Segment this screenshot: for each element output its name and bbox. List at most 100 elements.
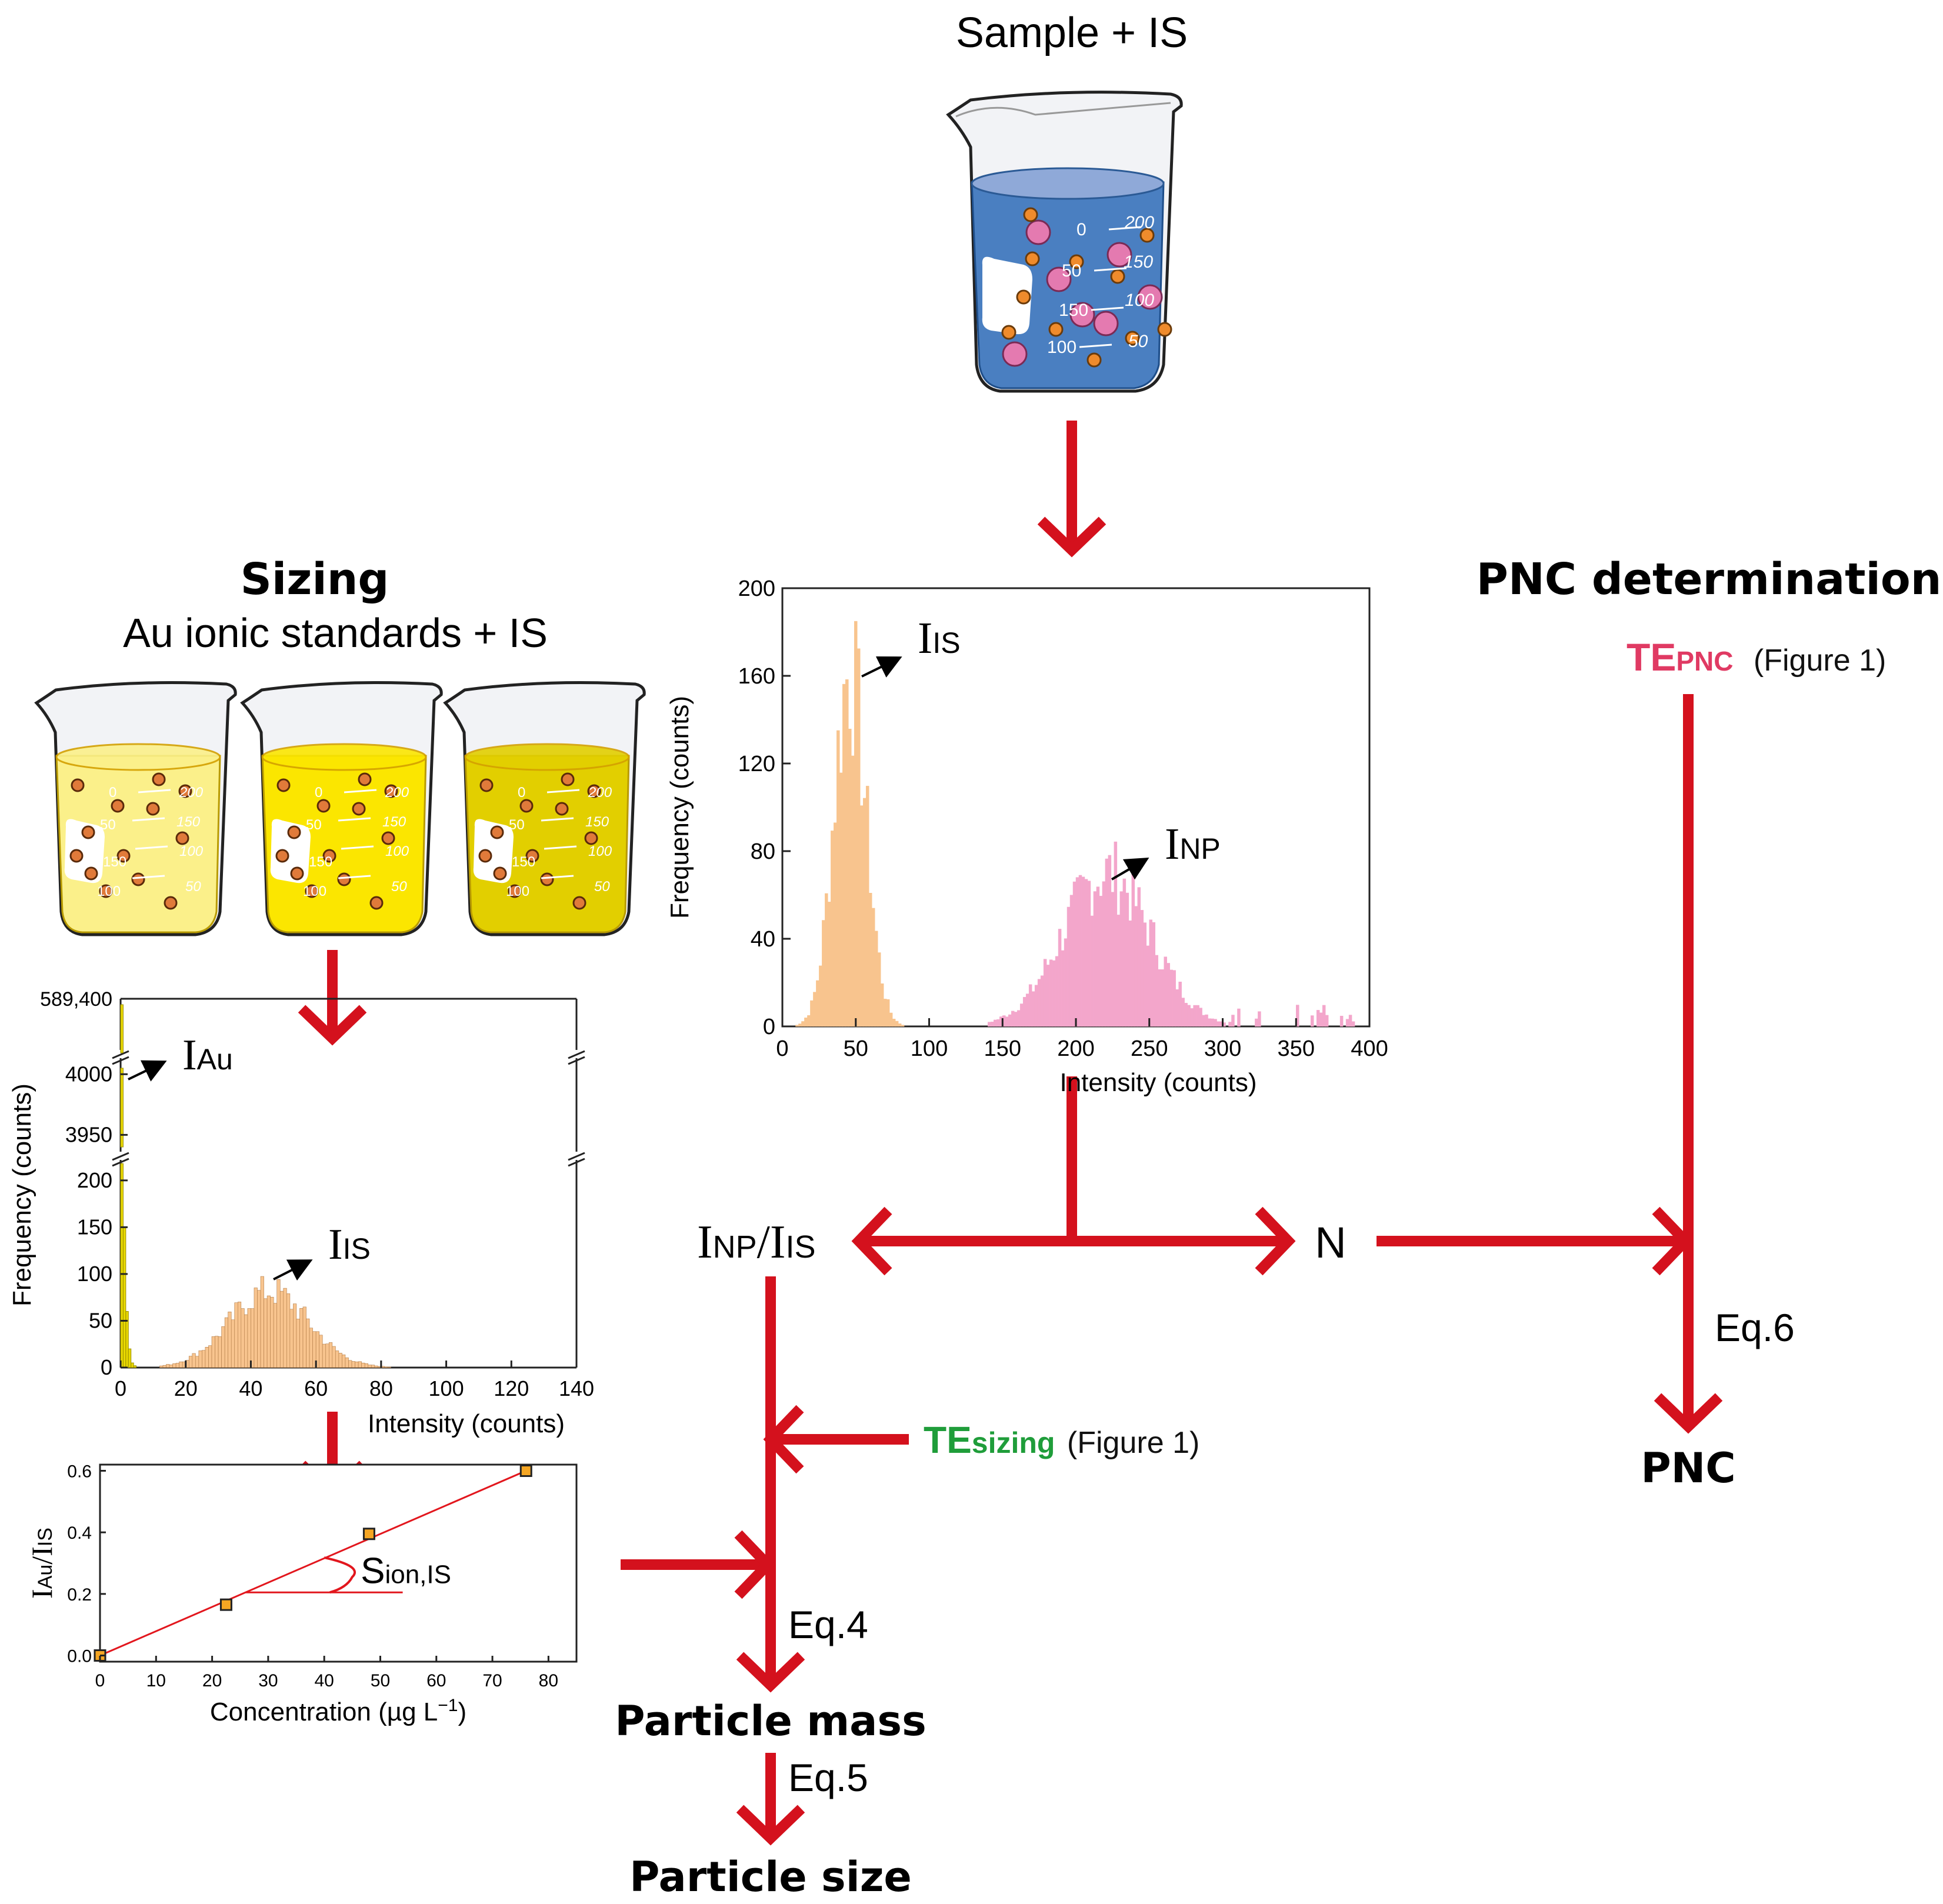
histogram-bar-au-top xyxy=(120,1004,124,1053)
histogram-bar-is xyxy=(351,1361,355,1368)
annotation-i-is: IIS xyxy=(328,1221,371,1269)
y-axis-label-mid: /I xyxy=(25,1546,58,1565)
y-tick-label: 0 xyxy=(101,1355,112,1379)
histogram-bar-is xyxy=(338,1353,342,1368)
histogram-bar-is xyxy=(342,1354,346,1368)
x-tick-label: 150 xyxy=(984,1036,1021,1061)
histogram-bar-is xyxy=(234,1302,238,1368)
histogram-bar-is xyxy=(387,1366,391,1368)
x-tick-label: 140 xyxy=(559,1376,594,1401)
histogram-bar-is xyxy=(244,1314,248,1368)
particle-dot xyxy=(337,872,351,886)
x-tick-label: 40 xyxy=(314,1671,334,1690)
beaker-mark-label: 50 xyxy=(185,879,201,895)
y-tick-label: 100 xyxy=(77,1262,112,1286)
histogram-bar xyxy=(1040,975,1044,1027)
annotation-arrow xyxy=(1111,857,1149,881)
histogram-bar xyxy=(1105,858,1109,1027)
arrowhead-sizing-down xyxy=(298,1005,367,1046)
histogram-bar-is xyxy=(273,1303,278,1368)
beaker-mark-label: 150 xyxy=(1059,301,1088,320)
beaker-mark-line xyxy=(338,875,371,879)
arrowhead-size xyxy=(736,1805,805,1846)
histogram-bar xyxy=(1037,979,1041,1027)
histogram-bar-is xyxy=(348,1360,352,1368)
histogram-bar xyxy=(1181,998,1185,1027)
x-axis-label-main: Concentration (µg L xyxy=(210,1698,438,1726)
histogram-bar xyxy=(1316,1010,1320,1027)
annotation-main: I xyxy=(182,1031,197,1079)
particle-dot xyxy=(352,802,366,816)
histogram-bar-is xyxy=(221,1326,225,1368)
pnc-te-sub: PNC xyxy=(1676,646,1733,676)
histogram-bar-is xyxy=(371,1365,375,1368)
histogram-bar xyxy=(1184,1003,1188,1027)
histogram-bar-is xyxy=(257,1290,261,1368)
histogram-bar-is xyxy=(358,1361,362,1368)
x-tick-label: 80 xyxy=(369,1376,393,1401)
histogram-bar xyxy=(845,679,849,1027)
ratio-sub-np: NP xyxy=(713,1229,757,1265)
histogram-bar xyxy=(1187,1005,1191,1027)
histogram-bar xyxy=(1351,1021,1355,1027)
particle-dot xyxy=(164,896,178,910)
histogram-bar xyxy=(1214,1019,1217,1027)
histogram-bar xyxy=(895,1021,899,1027)
nanoparticle-dot xyxy=(1137,284,1163,310)
particle-dot xyxy=(131,872,145,886)
particle-dot xyxy=(478,849,492,863)
y-tick-label: 120 xyxy=(738,752,775,776)
beaker-mark-label: 150 xyxy=(176,814,201,830)
x-tick-label: 0 xyxy=(95,1671,105,1690)
histogram-bar xyxy=(1175,989,1179,1027)
histogram-bar xyxy=(1072,881,1077,1027)
histogram-bar-is xyxy=(198,1351,202,1368)
histogram-bar-is xyxy=(332,1346,336,1368)
histogram-bar-is xyxy=(264,1298,268,1368)
histogram-bar-au xyxy=(128,1348,132,1368)
annotation-i-au: IAu xyxy=(182,1031,233,1079)
n-label: N xyxy=(1315,1218,1346,1267)
particle-dot xyxy=(276,778,291,792)
histogram-bar xyxy=(1322,1005,1326,1027)
x-tick-label: 200 xyxy=(1057,1036,1094,1061)
histogram-bar xyxy=(1255,1018,1258,1027)
histogram-bar xyxy=(1217,1021,1220,1027)
histogram-bar xyxy=(1237,1008,1241,1027)
y-axis-label-main: I xyxy=(25,1589,58,1599)
beaker-mark-label: 0 xyxy=(518,785,525,801)
histogram-bar xyxy=(1099,896,1103,1027)
ratio-slash: /I xyxy=(757,1216,786,1268)
y-tick-label: 4000 xyxy=(65,1062,112,1086)
particle-dot xyxy=(287,825,301,839)
annotation-i-np: INP xyxy=(1165,819,1221,869)
histogram-bar-au xyxy=(122,1226,126,1368)
histogram-bar-is xyxy=(368,1365,372,1368)
x-tick-label: 350 xyxy=(1278,1036,1315,1061)
beaker-label-window xyxy=(64,819,105,883)
histogram-bar-is xyxy=(237,1302,242,1368)
histogram-bar-is xyxy=(241,1308,245,1368)
pnc-title: PNC determination xyxy=(1477,554,1942,605)
beaker-mark-label: 150 xyxy=(382,814,406,830)
axis-break-mark xyxy=(568,1158,585,1167)
x-tick-label: 100 xyxy=(911,1036,948,1061)
histogram-bar xyxy=(1143,922,1147,1027)
x-axis-label: Intensity (counts) xyxy=(368,1409,565,1438)
histogram-bar xyxy=(1025,993,1029,1027)
histogram-bar xyxy=(822,920,825,1027)
histogram-bar-is xyxy=(374,1365,378,1368)
histogram-bar-au xyxy=(125,1311,129,1368)
internal-standard-dot xyxy=(1069,254,1084,269)
histogram-bar xyxy=(825,893,828,1027)
histogram-bar xyxy=(1081,876,1085,1027)
particle-dot xyxy=(146,802,160,816)
eq6-label: Eq.6 xyxy=(1715,1306,1795,1349)
axis-break-mark xyxy=(568,1152,585,1161)
particle-dot xyxy=(519,799,534,813)
histogram-bar xyxy=(1117,915,1121,1027)
histogram-bar xyxy=(839,772,843,1027)
annotation-main: I xyxy=(1165,819,1179,869)
histogram-bar xyxy=(1345,1019,1349,1027)
